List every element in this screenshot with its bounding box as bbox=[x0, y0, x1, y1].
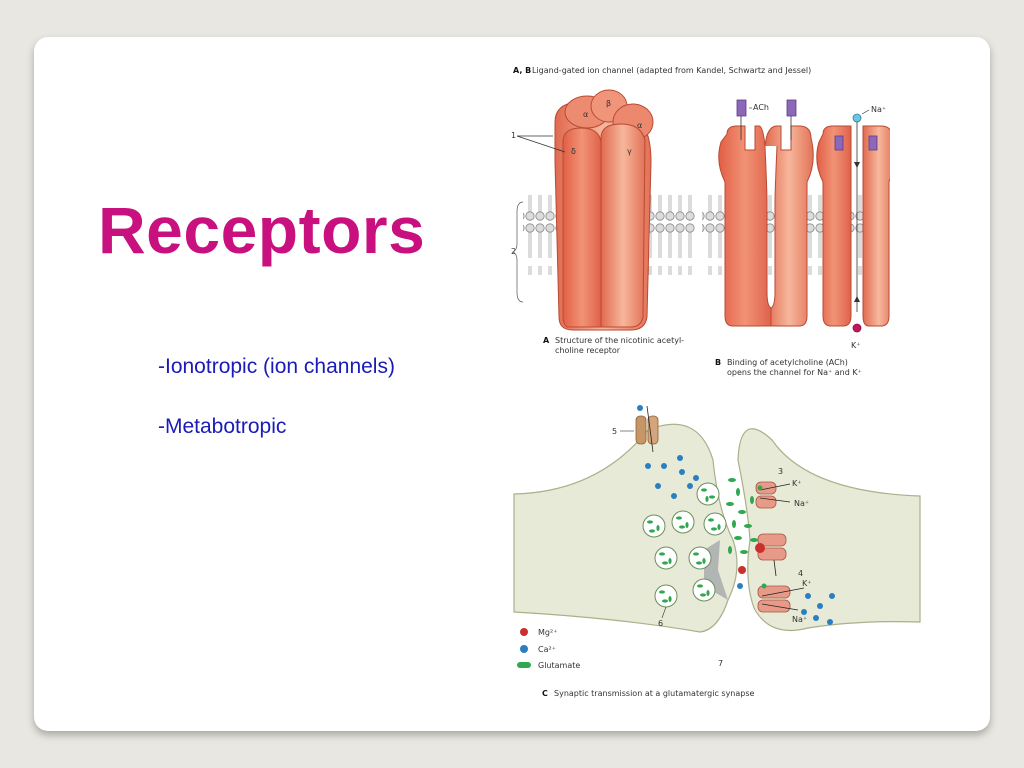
panel-c-letter: C bbox=[542, 689, 548, 698]
channel-open bbox=[816, 113, 890, 333]
label-na-bottom: Na⁺ bbox=[792, 615, 807, 624]
receptor-lower bbox=[737, 583, 805, 613]
synaptic-vesicles bbox=[642, 482, 727, 608]
label-ach: ACh bbox=[753, 103, 769, 112]
bullet-ionotropic: -Ionotropic (ion channels) bbox=[158, 355, 395, 378]
mg-block-ion bbox=[755, 543, 765, 553]
receptor-3 bbox=[755, 481, 791, 509]
panel-a-caption-line1: Structure of the nicotinic acetyl- bbox=[555, 336, 684, 345]
label-four: 4 bbox=[798, 569, 803, 578]
figure-top-heading-letters: A, B bbox=[513, 66, 531, 75]
label-delta: δ bbox=[571, 147, 576, 156]
legend-glutamate: Glutamate bbox=[538, 661, 580, 670]
slide-title: Receptors bbox=[98, 193, 426, 267]
label-k-bottom: K⁺ bbox=[802, 579, 811, 588]
legend: Mg²⁺ Ca²⁺ Glutamate bbox=[517, 628, 580, 670]
potassium-ion bbox=[852, 323, 862, 333]
figure-ligand-gated-channel: A, B Ligand-gated ion channel (adapted f… bbox=[505, 62, 890, 387]
label-k: K⁺ bbox=[851, 341, 860, 350]
panel-c-caption: Synaptic transmission at a glutamatergic… bbox=[554, 689, 755, 698]
label-beta: β bbox=[606, 99, 611, 108]
label-three: 3 bbox=[778, 467, 783, 476]
legend-ca-swatch bbox=[520, 645, 528, 653]
nicotinic-receptor bbox=[554, 89, 654, 331]
calcium-ions-presynaptic bbox=[645, 455, 699, 499]
figure-top-heading: Ligand-gated ion channel (adapted from K… bbox=[532, 66, 811, 75]
panel-b-letter: B bbox=[715, 358, 721, 367]
label-alpha-left: α bbox=[583, 110, 588, 119]
calcium-ions-postsynaptic bbox=[801, 593, 835, 625]
glutamate-in-vesicles bbox=[647, 488, 721, 603]
label-gamma: γ bbox=[627, 147, 632, 156]
figure-glutamatergic-synapse: 5 bbox=[508, 400, 926, 702]
ion-channel-illustration: A, B Ligand-gated ion channel (adapted f… bbox=[511, 66, 890, 377]
label-five: 5 bbox=[612, 427, 617, 436]
synapse-illustration: 5 bbox=[513, 405, 921, 698]
legend-mg: Mg²⁺ bbox=[538, 628, 557, 637]
label-alpha-right: α bbox=[637, 121, 642, 130]
ach-bound-right bbox=[868, 135, 878, 151]
panel-a-letter: A bbox=[543, 336, 550, 345]
label-na: Na⁺ bbox=[871, 105, 886, 114]
panel-b-caption-line2: opens the channel for Na⁺ and K⁺ bbox=[727, 368, 862, 377]
ach-molecule-left bbox=[736, 99, 747, 117]
bullet-metabotropic: -Metabotropic bbox=[158, 415, 287, 438]
label-k-top: K⁺ bbox=[792, 479, 801, 488]
sodium-ion bbox=[852, 113, 862, 123]
panel-a-caption-line2: choline receptor bbox=[555, 346, 621, 355]
label-six: 6 bbox=[658, 619, 663, 628]
label-one: 1 bbox=[511, 131, 516, 140]
receptor-4 bbox=[738, 533, 787, 577]
ach-molecule-right bbox=[786, 99, 797, 117]
postsynaptic-spine bbox=[737, 428, 921, 632]
panel-b-caption-line1: Binding of acetylcholine (ACh) bbox=[727, 358, 848, 367]
glutamate-in-cleft bbox=[726, 478, 758, 554]
legend-mg-swatch bbox=[520, 628, 528, 636]
transporter-5 bbox=[635, 405, 659, 453]
label-na-top: Na⁺ bbox=[794, 499, 809, 508]
ach-bound-left bbox=[834, 135, 844, 151]
legend-ca: Ca²⁺ bbox=[538, 645, 556, 654]
label-seven: 7 bbox=[718, 659, 723, 668]
channel-closed bbox=[718, 99, 814, 327]
legend-glutamate-swatch bbox=[517, 662, 531, 668]
